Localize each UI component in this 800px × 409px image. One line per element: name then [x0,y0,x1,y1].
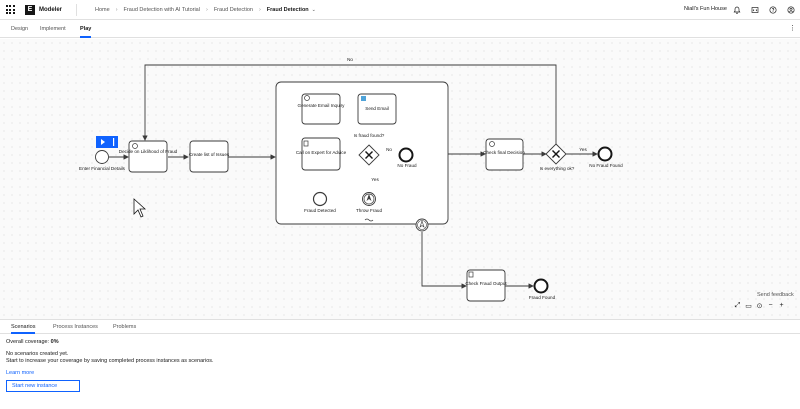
overflow-menu-icon[interactable]: ⋮ [789,25,796,32]
breadcrumb-current[interactable]: Fraud Detection [266,6,309,13]
chevron-right-icon: › [115,6,118,13]
label-create: Create list of Issues [189,152,230,157]
start-fraud-detected [312,191,328,207]
label-is-fraud: Is fraud found? [354,133,385,138]
header-divider [76,3,78,16]
flow-boundary-check [421,232,467,289]
task-call-expert [301,137,341,171]
label-check-final: Check final Decision [483,150,525,155]
app-name[interactable]: Modeler [39,6,63,13]
label-gen-email: Generate Email Inquiry [298,103,346,108]
camunda-logo: E [25,4,35,15]
task-send-email [357,93,397,125]
send-icon [361,96,366,101]
panel-tabs: Scenarios Process Instances Problems [0,319,800,334]
tab-design[interactable]: Design [11,26,29,32]
mode-tabs: Design Implement Play [0,20,800,38]
chevron-down-icon[interactable]: ⌄ [311,6,316,13]
end-no-fraud-found [597,146,613,162]
task-generate-email [301,93,341,125]
scenarios-panel: Overall coverage: 0% No scenarios create… [0,334,800,409]
organization-name[interactable]: Niall's Fun House [684,6,727,12]
label-no-fraud-found: No Fraud Found [589,163,623,168]
start-event [95,150,109,164]
breadcrumb-home[interactable]: Home [95,6,110,13]
breadcrumb-folder[interactable]: Fraud Detection [213,6,253,13]
zoom-controls: ⤢ ▭ ⊙ − + [732,300,787,311]
empty-message: No scenarios created yet. [6,351,69,357]
zoom-out-icon[interactable]: − [768,302,773,309]
app-switcher-icon[interactable] [0,0,20,20]
start-new-instance-button[interactable]: Start new instance [6,380,80,392]
label-is-ok: Is everything ok? [540,166,575,171]
code-icon[interactable] [749,4,761,16]
label-check-fraud-output: Check Fraud Output [465,281,507,286]
coverage-line: Overall coverage: 0% [6,339,59,345]
label-no-fraud: No Fraud [397,163,417,168]
task-check-fraud-output [466,269,506,302]
label-throw-fraud: Throw Fraud [356,208,382,213]
bpmn-diagram: Enter Financial Details Decide on Liklih… [79,57,623,302]
task-check-final [485,138,524,171]
zoom-in-icon[interactable]: + [779,302,784,309]
label-call-expert: Call on Expert for Advice [296,150,347,155]
top-header: E Modeler Home › Fraud Detection with AI… [0,0,800,20]
coverage-value: 0% [50,339,59,345]
tab-process-instances[interactable]: Process Instances [53,324,98,330]
reset-zoom-icon[interactable]: ⊙ [756,302,763,310]
breadcrumb: Home › Fraud Detection with AI Tutorial … [95,7,316,13]
user-avatar-icon[interactable] [785,4,797,16]
chevron-right-icon: › [258,6,261,13]
task-decide [128,140,168,173]
label-yes2: Yes [579,147,587,152]
label-fraud-detected: Fraud Detected [304,208,336,213]
end-no-fraud [398,147,414,163]
breadcrumb-project[interactable]: Fraud Detection with AI Tutorial [123,6,200,13]
learn-more-link[interactable]: Learn more [6,370,35,376]
label-yes: Yes [371,177,379,182]
flow-no-loop [142,64,557,145]
play-marker-badge [96,136,118,148]
bell-icon[interactable] [731,4,743,16]
coverage-label: Overall coverage: [6,339,50,345]
help-icon[interactable] [767,4,779,16]
tab-implement[interactable]: Implement [40,26,66,32]
label-start-1: Enter Financial Details [79,166,126,171]
label-no: No [386,147,392,152]
bpmn-canvas[interactable]: Enter Financial Details Decide on Liklih… [0,39,800,319]
label-no-top: No [347,57,353,62]
send-feedback-link[interactable]: Send feedback [757,292,794,298]
mouse-cursor-icon [133,198,147,218]
label-fraud-found: Fraud Found [529,295,556,300]
tab-scenarios[interactable]: Scenarios [11,320,36,334]
fullscreen-icon[interactable]: ⤢ [734,301,741,309]
minimap-icon[interactable]: ▭ [745,302,752,310]
end-fraud-found [533,278,549,294]
tab-problems[interactable]: Problems [113,324,137,330]
label-decide: Decide on Liklihood of Fraud [119,149,178,154]
task-create-list [189,140,229,173]
chevron-right-icon: › [205,6,208,13]
empty-hint: Start to increase your coverage by savin… [6,358,214,364]
play-icon [101,139,105,145]
label-send-email: Send Email [365,106,389,111]
tab-play[interactable]: Play [80,20,92,38]
